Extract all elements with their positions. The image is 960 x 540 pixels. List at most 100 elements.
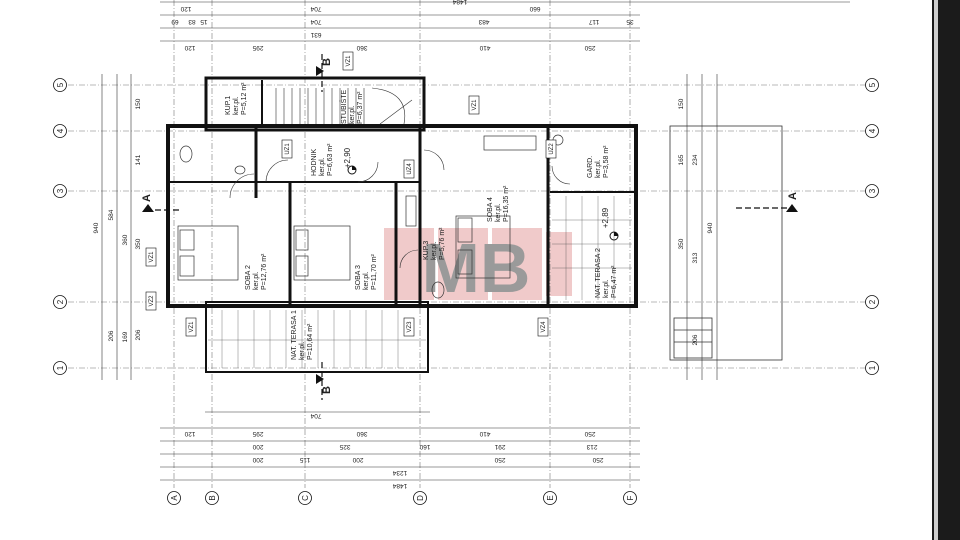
dim-left-141: 141 [135, 154, 142, 165]
level-terasa-text: +2,89 [601, 207, 610, 228]
dim-bottom-250c: 250 [592, 456, 603, 463]
room-stubiste: STUBIŠTE ker.pl. P=6,37 m² [339, 89, 364, 124]
row-axis-2-right-label: 2 [868, 299, 877, 304]
row-axis-2-right: 2 [865, 295, 879, 309]
dim-bottom-1234: 1234 [392, 469, 407, 476]
section-b-top-letter: B [321, 58, 333, 66]
level-hodnik-text: +2,90 [343, 147, 352, 168]
row-axis-5-right-label: 5 [868, 82, 877, 87]
dim-bottom-1484: 1484 [392, 482, 407, 489]
tag-vz1-right: VZ1 [468, 95, 480, 115]
room-stubiste-floor: ker.pl. [349, 105, 356, 124]
dim-bottom-250b: 250 [494, 456, 505, 463]
tag-vz3: VZ3 [403, 317, 415, 337]
tag-vz1-left: VZ1 [145, 247, 157, 267]
row-axis-1-left: 1 [53, 361, 67, 375]
svg-text:VZ1: VZ1 [346, 55, 352, 67]
bed-soba-4 [455, 215, 511, 279]
dim-bottom-250: 250 [584, 430, 595, 437]
dim-bottom-200b: 200 [252, 456, 263, 463]
room-kup-1-area: P=5,12 m² [241, 82, 248, 115]
room-soba-3-area: P=11,70 m² [371, 253, 378, 290]
room-terasa-1-floor: ker.pl. [299, 341, 306, 360]
bed-soba-2 [177, 225, 239, 281]
row-axis-3-left: 3 [53, 184, 67, 198]
row-axis-3-left-label: 3 [56, 188, 65, 193]
tag-uz1: UZ1 [281, 139, 293, 159]
watermark-logo: MB [384, 228, 572, 307]
dim-bottom-213: 213 [586, 443, 597, 450]
room-gard: GARD. ker.pl. P=3,58 m² [587, 145, 610, 178]
terrace-1-tiles [208, 310, 426, 368]
row-axis-2-left-label: 2 [56, 299, 65, 304]
room-soba-3-floor: ker.pl. [363, 271, 370, 290]
dim-right-234: 234 [692, 154, 699, 165]
col-axis-D: D [413, 491, 427, 505]
dim-top-660: 660 [529, 5, 540, 12]
col-axis-E-label: E [546, 495, 555, 500]
level-marker-hodnik: +2,90 [343, 147, 357, 175]
room-kup-1: KUP.1 ker.pl. P=5,12 m² [225, 82, 248, 115]
wardrobe [483, 135, 537, 151]
row-axis-1-right-label: 1 [868, 365, 877, 370]
dim-top-row4-120: 120 [184, 44, 195, 51]
dim-bottom-115: 115 [299, 456, 310, 463]
dim-left-206: 206 [108, 330, 115, 341]
dim-top-410: 410 [479, 44, 490, 51]
col-axis-A: A [167, 491, 181, 505]
dim-top-overall: 1484 [452, 0, 467, 5]
dim-bottom-200c: 200 [352, 456, 363, 463]
col-axis-C-label: C [301, 495, 310, 501]
dim-top-120: 120 [180, 5, 191, 12]
row-axis-5-right: 5 [865, 78, 879, 92]
dim-top-704b: 704 [310, 18, 321, 25]
svg-text:VZ2: VZ2 [149, 295, 155, 307]
col-axis-C: C [298, 491, 312, 505]
row-axis-3-right: 3 [865, 184, 879, 198]
terrace-2-tiles [552, 196, 632, 300]
dim-bottom-325: 325 [339, 443, 350, 450]
svg-text:VZ4: VZ4 [541, 321, 547, 333]
room-terasa-2-name: NAT. TERASA 2 [595, 248, 602, 298]
svg-text:UZ2: UZ2 [549, 143, 555, 155]
col-axis-F: F [623, 491, 637, 505]
room-hodnik-name: HODNIK [311, 148, 318, 176]
room-soba-4-name: SOBA 4 [487, 197, 494, 222]
room-soba-3: SOBA 3 ker.pl. P=11,70 m² [355, 253, 378, 290]
dim-top-83: 83 [188, 18, 196, 25]
section-markers: A A B B [141, 54, 799, 400]
dim-bottom-295: 295 [252, 430, 263, 437]
room-terasa-1: NAT. TERASA 1 ker.pl. P=10,64 m² [291, 310, 314, 360]
dim-bottom-120: 120 [184, 430, 195, 437]
row-axis-4-left-label: 4 [56, 128, 65, 133]
svg-text:VZ3: VZ3 [407, 321, 413, 333]
section-a-right: A [736, 192, 799, 212]
furniture [177, 134, 564, 299]
dim-left-360: 360 [122, 234, 129, 245]
row-axis-2-left: 2 [53, 295, 67, 309]
col-axis-A-label: A [170, 495, 179, 501]
svg-text:VZ1: VZ1 [189, 321, 195, 333]
room-hodnik-floor: ker.pl. [319, 157, 326, 176]
room-kup-3-name: KUP.3 [423, 241, 430, 260]
watermark-text: MB [422, 229, 531, 307]
dim-top-631: 631 [310, 31, 321, 38]
room-stubiste-area: P=6,37 m² [357, 91, 364, 124]
room-gard-area: P=3,58 m² [603, 145, 610, 178]
section-b-bottom: B [316, 362, 333, 400]
room-stubiste-name: STUBIŠTE [339, 89, 348, 124]
row-axis-5-left: 5 [53, 78, 67, 92]
dim-top-704: 704 [310, 5, 321, 12]
room-soba-4: SOBA 4 ker.pl. P=16,35 m² [487, 185, 510, 222]
toilet-kup-3 [431, 281, 445, 299]
row-axis-4-right-label: 4 [868, 128, 877, 133]
room-terasa-2: NAT. TERASA 2 ker.pl. P=6,47 m² [595, 248, 618, 298]
section-a-left: A [141, 194, 180, 212]
dim-bottom-410: 410 [479, 430, 490, 437]
section-a-right-letter: A [787, 192, 799, 200]
dim-right-313: 313 [692, 252, 699, 263]
room-kup-1-name: KUP.1 [225, 96, 232, 115]
room-gard-name: GARD. [587, 156, 594, 178]
room-terasa-2-area: P=6,47 m² [611, 265, 618, 298]
